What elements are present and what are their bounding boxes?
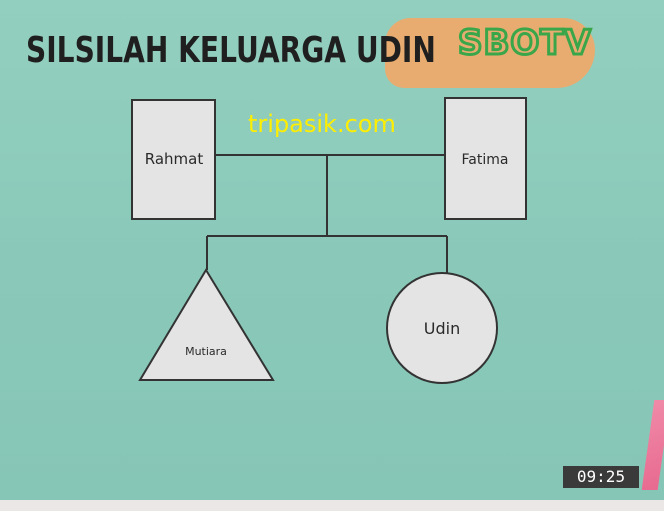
node-fatima: Fatima — [444, 97, 527, 220]
node-rahmat: Rahmat — [131, 99, 216, 220]
mutiara-label: Mutiara — [185, 345, 227, 358]
mutiara-triangle — [138, 268, 275, 381]
udin-circle — [386, 272, 498, 384]
watermark-text: tripasik.com — [248, 110, 396, 138]
udin-label: Udin — [424, 319, 460, 338]
logo-background-blob — [385, 18, 595, 88]
fatima-label: Fatima — [462, 152, 509, 168]
bottom-bar — [0, 500, 664, 511]
rahmat-rectangle — [131, 99, 216, 220]
channel-logo-text: SBOTV — [458, 23, 592, 62]
rahmat-label: Rahmat — [145, 150, 204, 168]
fatima-rectangle — [444, 97, 527, 220]
page-title: SILSILAH KELUARGA UDIN — [26, 30, 436, 71]
clock-display: 09:25 — [563, 466, 639, 488]
node-udin: Udin — [386, 272, 498, 384]
node-mutiara: Mutiara — [138, 268, 275, 381]
channel-logo: SBOTV — [458, 22, 592, 62]
